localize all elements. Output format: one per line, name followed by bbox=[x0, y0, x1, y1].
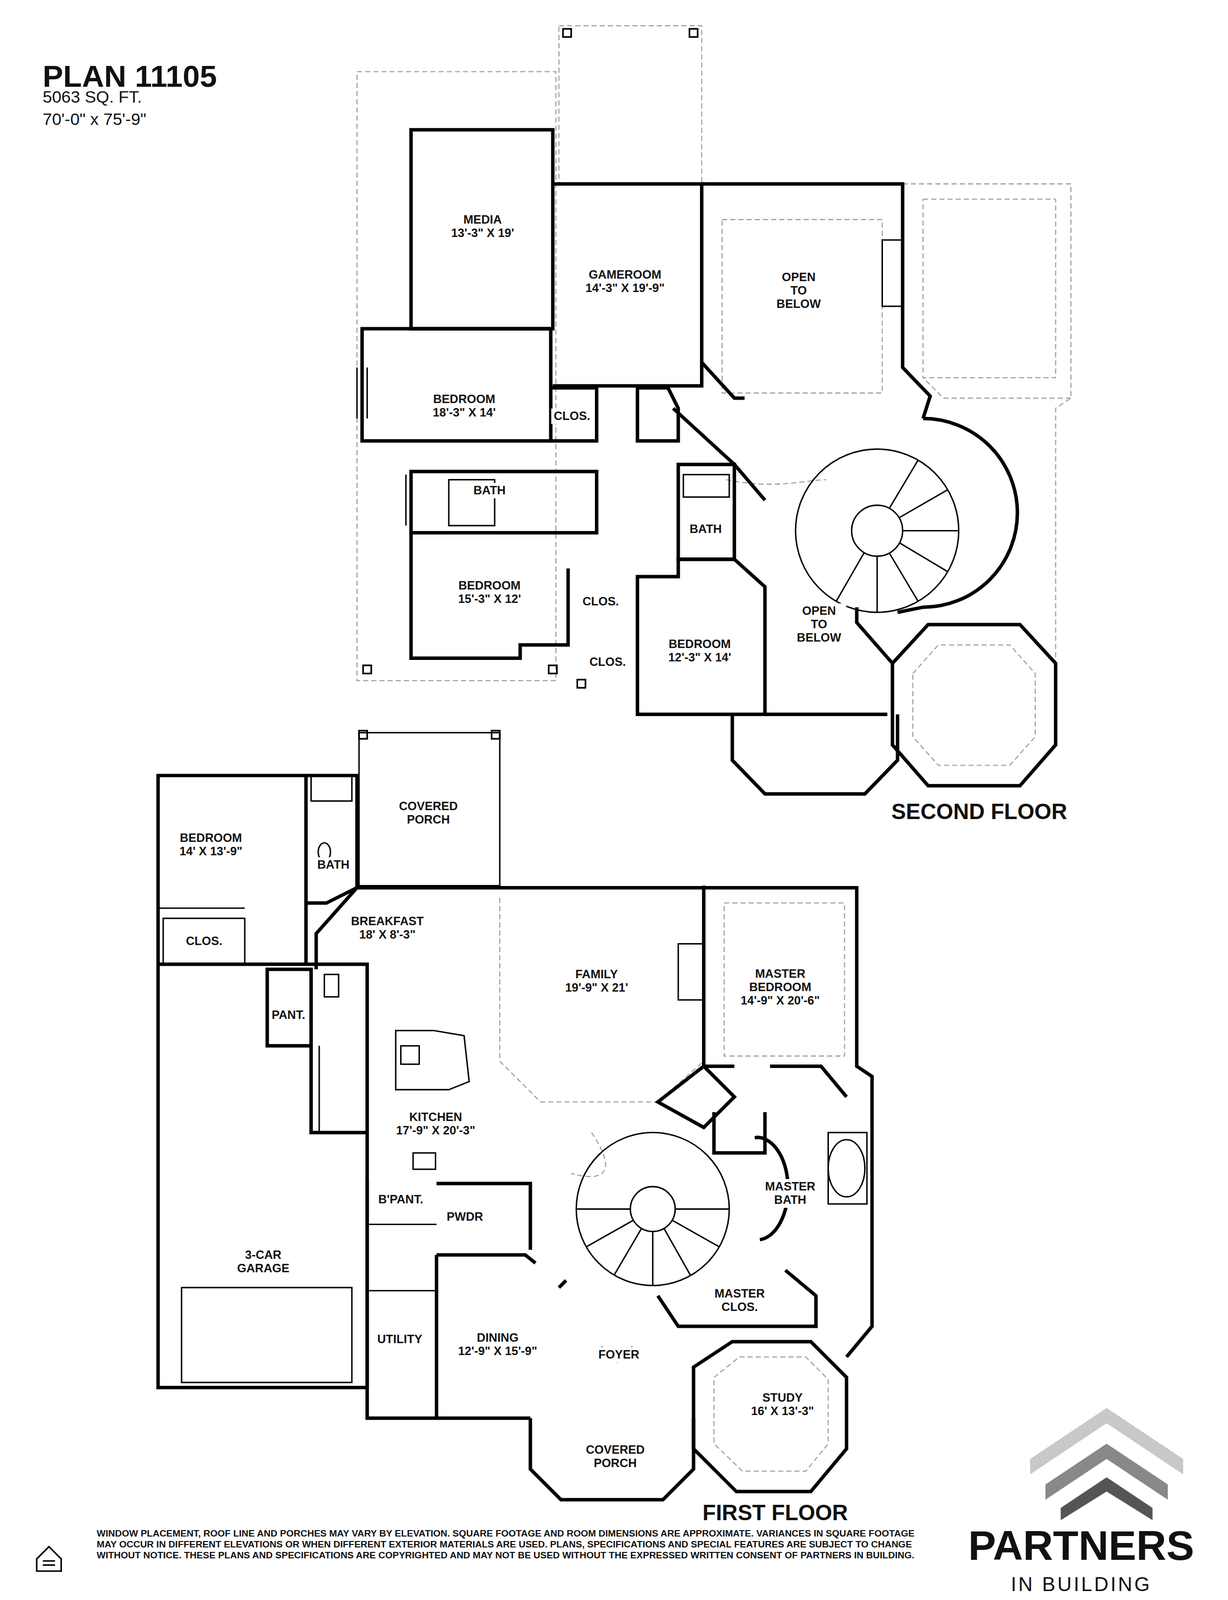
room-name: MASTER BATH bbox=[758, 1179, 823, 1207]
room-name: GAMEROOM bbox=[585, 268, 665, 282]
room: GAMEROOM14'-3" X 19'-9" bbox=[583, 267, 668, 296]
room: OPEN TO BELOW bbox=[771, 269, 826, 312]
room-name: KITCHEN bbox=[396, 1110, 476, 1124]
room-dimensions: 12'-3" X 14' bbox=[668, 650, 732, 665]
room-name: BATH bbox=[689, 522, 722, 536]
room-name: BEDROOM bbox=[458, 579, 522, 593]
fixtures bbox=[158, 239, 959, 1383]
room-dimensions: 18'-3" X 14' bbox=[432, 406, 496, 420]
room-name: BEDROOM bbox=[179, 831, 243, 845]
room-name: MASTER BEDROOM bbox=[748, 967, 813, 995]
room: B'PANT. bbox=[375, 1191, 426, 1208]
room-name: MASTER CLOS. bbox=[707, 1286, 772, 1314]
room-name: FAMILY bbox=[565, 967, 629, 982]
room-name: PANT. bbox=[271, 1008, 306, 1022]
room: MASTER CLOS. bbox=[704, 1286, 775, 1315]
room: OPEN TO BELOW bbox=[791, 603, 847, 646]
room-name: UTILITY bbox=[377, 1332, 423, 1346]
room-name: OPEN TO BELOW bbox=[794, 604, 844, 645]
room: FOYER bbox=[595, 1346, 643, 1363]
room-name: BATH bbox=[473, 483, 506, 498]
room: CLOS. bbox=[586, 654, 629, 670]
room-name: COVERED PORCH bbox=[396, 799, 461, 827]
room-dimensions: 16' X 13'-3" bbox=[751, 1404, 815, 1418]
room: FAMILY19'-9" X 21' bbox=[562, 966, 631, 996]
room-name: BATH bbox=[317, 858, 350, 872]
builder-logo bbox=[1030, 1407, 1184, 1521]
room-name: MEDIA bbox=[451, 213, 515, 227]
room: BATH bbox=[314, 857, 352, 873]
room-dimensions: 18' X 8'-3" bbox=[350, 928, 424, 942]
disclaimer-note: WINDOW PLACEMENT, ROOF LINE AND PORCHES … bbox=[96, 1527, 935, 1561]
plan-label: SECOND FLOOR bbox=[891, 799, 1067, 825]
room-dimensions: 14'-3" X 19'-9" bbox=[585, 281, 665, 295]
room: DINING12'-9" X 15'-9" bbox=[455, 1330, 540, 1359]
plan-label: 70'-0" x 75'-9" bbox=[42, 109, 147, 129]
room: CLOS. bbox=[183, 933, 225, 949]
room: CLOS. bbox=[580, 593, 622, 610]
plan-label: IN BUILDING bbox=[1010, 1572, 1152, 1596]
plan-label: 5063 SQ. FT. bbox=[42, 87, 142, 107]
room-dimensions: 13'-3" X 19' bbox=[451, 226, 515, 240]
room-name: CLOS. bbox=[589, 655, 626, 669]
room: PWDR bbox=[444, 1209, 486, 1225]
room-dimensions: 17'-9" X 20'-3" bbox=[396, 1123, 476, 1138]
plan-label: FIRST FLOOR bbox=[702, 1500, 848, 1526]
equal-housing-icon bbox=[36, 1546, 61, 1571]
room: BEDROOM14' X 13'-9" bbox=[176, 830, 245, 860]
plan-label: PARTNERS bbox=[968, 1521, 1195, 1570]
room-dimensions: 12'-9" X 15'-9" bbox=[458, 1344, 538, 1358]
room-name: BREAKFAST bbox=[350, 914, 424, 929]
room: PANT. bbox=[269, 1007, 308, 1023]
room: COVERED PORCH bbox=[393, 798, 464, 828]
room: BATH bbox=[470, 482, 509, 499]
room-name: 3-CAR GARAGE bbox=[231, 1248, 296, 1276]
room-name: OPEN TO BELOW bbox=[773, 270, 824, 311]
room: 3-CAR GARAGE bbox=[228, 1247, 298, 1277]
room-name: B'PANT. bbox=[378, 1192, 424, 1207]
room: UTILITY bbox=[374, 1331, 425, 1347]
room-name: FOYER bbox=[598, 1347, 640, 1362]
room-dimensions: 14' X 13'-9" bbox=[179, 844, 243, 859]
room-dimensions: 15'-3" X 12' bbox=[458, 592, 522, 606]
room-name: STUDY bbox=[751, 1391, 815, 1405]
room: STUDY16' X 13'-3" bbox=[748, 1390, 817, 1419]
room: BREAKFAST18' X 8'-3" bbox=[348, 913, 427, 943]
room: MEDIA13'-3" X 19' bbox=[448, 212, 517, 241]
room-dimensions: 19'-9" X 21' bbox=[565, 981, 629, 995]
room: KITCHEN17'-9" X 20'-3" bbox=[393, 1109, 478, 1139]
room-dimensions: 14'-9" X 20'-6" bbox=[740, 994, 820, 1008]
room: COVERED PORCH bbox=[580, 1442, 650, 1471]
room-name: PWDR bbox=[446, 1210, 483, 1224]
room: BEDROOM12'-3" X 14' bbox=[665, 636, 734, 666]
room-name: CLOS. bbox=[553, 409, 590, 423]
room: MASTER BATH bbox=[755, 1178, 825, 1208]
room: BEDROOM15'-3" X 12' bbox=[455, 578, 524, 607]
room: BEDROOM18'-3" X 14' bbox=[430, 391, 499, 421]
room: BATH bbox=[687, 521, 725, 537]
room-name: DINING bbox=[458, 1331, 538, 1345]
room-name: CLOS. bbox=[185, 934, 223, 948]
room: CLOS. bbox=[551, 408, 593, 424]
room: MASTER BEDROOM14'-9" X 20'-6" bbox=[738, 966, 823, 1009]
room-name: CLOS. bbox=[582, 594, 619, 609]
room-name: BEDROOM bbox=[668, 637, 732, 651]
room-name: COVERED PORCH bbox=[583, 1443, 648, 1470]
room-name: BEDROOM bbox=[432, 392, 496, 407]
roof-lines bbox=[356, 25, 1071, 1471]
posts bbox=[358, 28, 698, 739]
